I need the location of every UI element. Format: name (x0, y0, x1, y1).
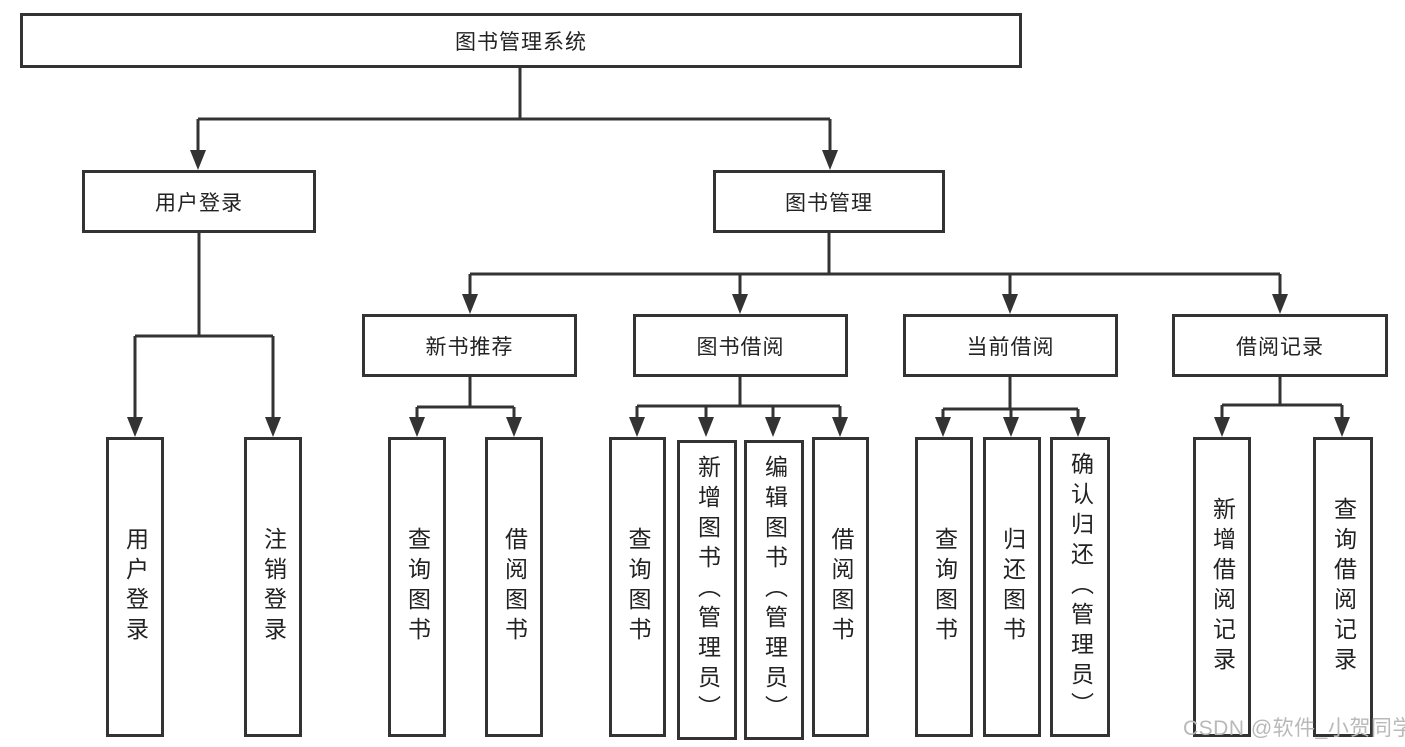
node-borrow-records-label: 借阅记录 (1236, 335, 1324, 359)
leaf-edit-book-admin-label: 编辑图书（管理员） (761, 455, 788, 725)
leaf-borrow-book-1-label: 借阅图书 (501, 527, 528, 647)
leaf-add-book-admin-label: 新增图书（管理员） (694, 455, 721, 725)
node-root-label: 图书管理系统 (455, 30, 587, 54)
node-current-borrow: 当前借阅 (903, 314, 1118, 377)
leaf-borrow-book-2-label: 借阅图书 (828, 527, 854, 647)
leaf-user-login: 用户登录 (106, 437, 164, 737)
leaf-query-book-2-label: 查询图书 (625, 527, 651, 647)
leaf-logout: 注销登录 (244, 437, 302, 737)
leaf-confirm-return-admin-label: 确认归还（管理员） (1067, 452, 1094, 722)
leaf-add-borrow-record: 新增借阅记录 (1193, 437, 1251, 737)
leaf-add-borrow-record-label: 新增借阅记录 (1209, 497, 1236, 677)
node-book-borrow: 图书借阅 (633, 314, 848, 377)
leaf-confirm-return-admin: 确认归还（管理员） (1050, 437, 1110, 737)
leaf-borrow-book-1: 借阅图书 (485, 437, 543, 737)
leaf-edit-book-admin: 编辑图书（管理员） (744, 440, 804, 740)
node-book-management-label: 图书管理 (785, 191, 873, 215)
leaf-logout-label: 注销登录 (260, 527, 287, 647)
leaf-query-book-2: 查询图书 (609, 437, 666, 737)
leaf-add-book-admin: 新增图书（管理员） (677, 440, 737, 740)
node-user-login: 用户登录 (82, 170, 316, 233)
node-root-library-system: 图书管理系统 (20, 13, 1022, 68)
leaf-user-login-label: 用户登录 (122, 527, 149, 647)
leaf-return-book: 归还图书 (983, 437, 1041, 737)
leaf-return-book-label: 归还图书 (999, 527, 1026, 647)
node-new-book-recommend-label: 新书推荐 (425, 335, 514, 359)
leaf-borrow-book-2: 借阅图书 (812, 437, 869, 737)
leaf-query-book-3-label: 查询图书 (931, 527, 958, 647)
leaf-query-borrow-record: 查询借阅记录 (1313, 437, 1373, 737)
node-book-management: 图书管理 (713, 170, 945, 233)
node-new-book-recommend: 新书推荐 (362, 314, 577, 377)
node-current-borrow-label: 当前借阅 (966, 335, 1055, 359)
node-book-borrow-label: 图书借阅 (696, 335, 785, 359)
leaf-query-borrow-record-label: 查询借阅记录 (1330, 497, 1357, 677)
leaf-query-book-1: 查询图书 (388, 437, 446, 737)
leaf-query-book-3: 查询图书 (915, 437, 973, 737)
leaf-query-book-1-label: 查询图书 (404, 527, 431, 647)
node-borrow-records: 借阅记录 (1172, 314, 1388, 377)
node-user-login-label: 用户登录 (155, 191, 243, 215)
csdn-watermark: CSDN @软件_小贺同学 (1183, 717, 1405, 740)
